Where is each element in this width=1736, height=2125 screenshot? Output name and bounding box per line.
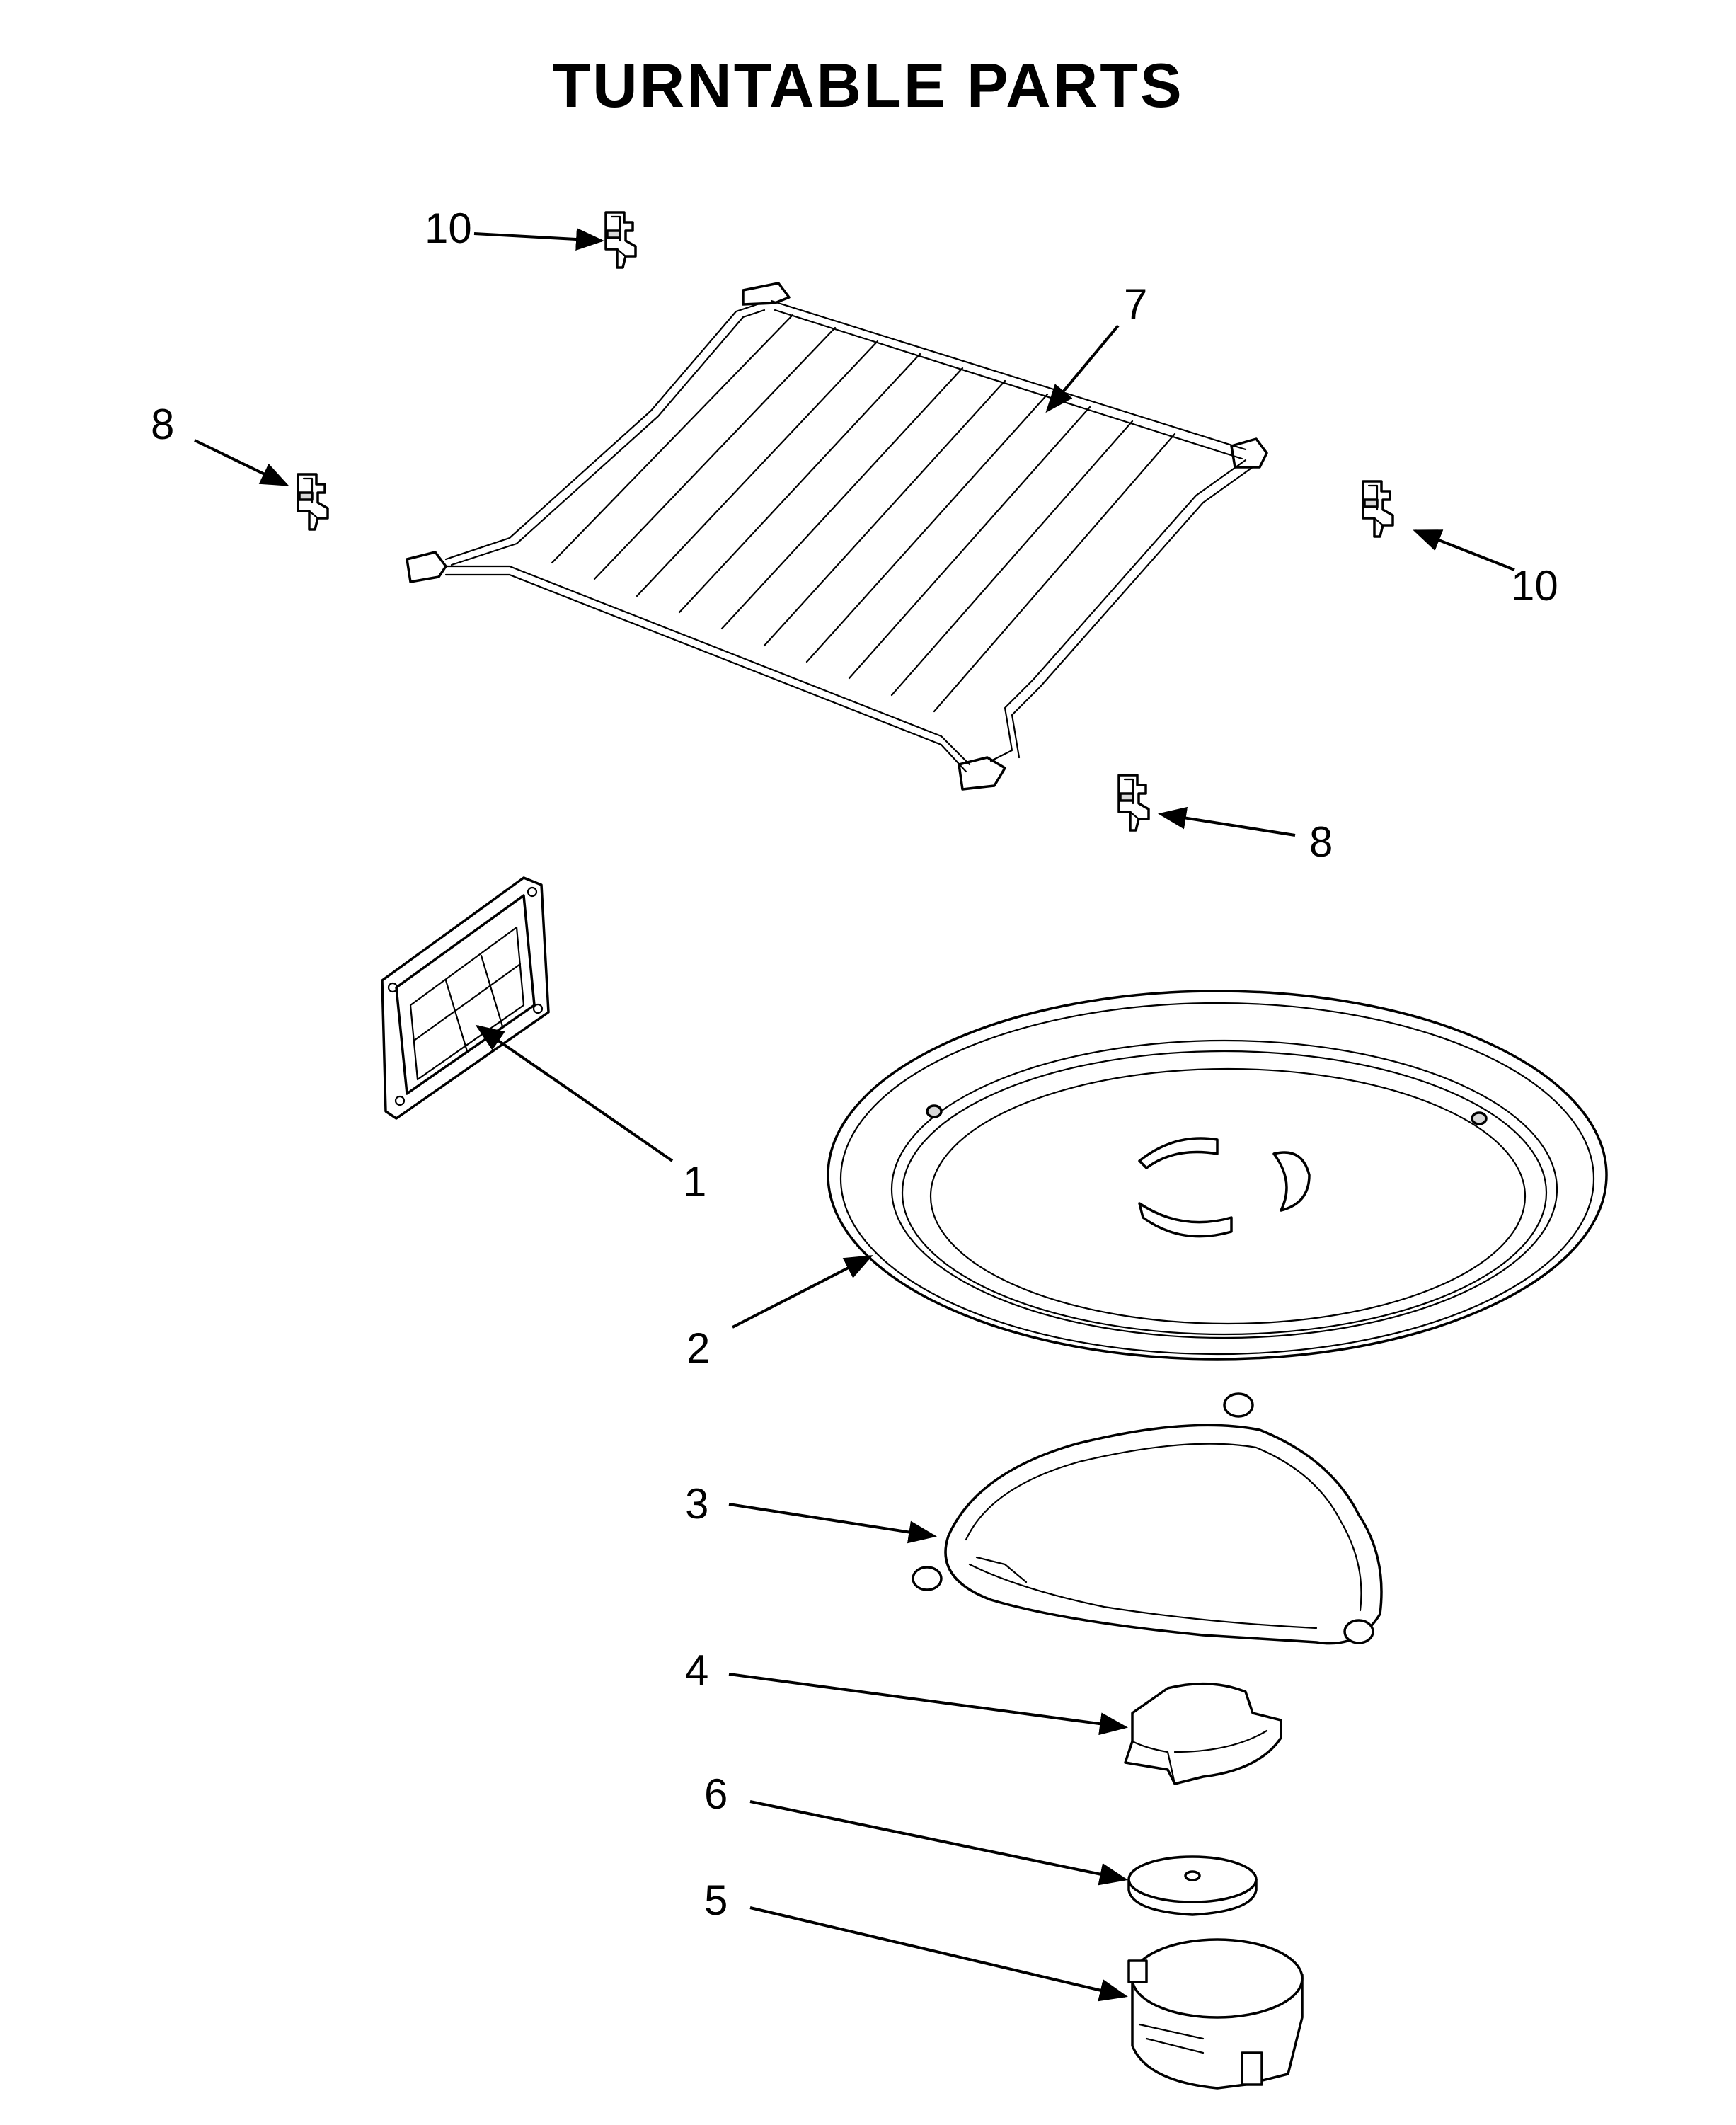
callout-label-7: 7 xyxy=(1124,280,1147,328)
leader-9 xyxy=(473,228,604,251)
rack-support-right xyxy=(1362,480,1394,538)
leader-7 xyxy=(1045,324,1120,413)
filter xyxy=(381,876,550,1120)
roller-ring xyxy=(912,1392,1383,1645)
leader-5 xyxy=(749,1906,1128,2002)
leader-10 xyxy=(1413,529,1515,571)
callout-label-1: 1 xyxy=(683,1158,706,1205)
diagram-title: TURNTABLE PARTS xyxy=(552,50,1184,120)
callout-label-10: 10 xyxy=(1511,562,1558,609)
leader-1 xyxy=(475,1024,674,1162)
rack-support-left xyxy=(297,473,329,531)
leader-lines xyxy=(194,228,1515,2002)
callout-label-8a: 8 xyxy=(151,401,174,448)
motor xyxy=(1127,1938,1304,2090)
callout-label-5: 5 xyxy=(704,1877,728,1924)
wire-rack xyxy=(406,282,1268,791)
callout-label-3: 3 xyxy=(685,1480,708,1528)
rack-support-front xyxy=(1117,774,1150,832)
leader-2 xyxy=(732,1255,873,1329)
spacer-disc xyxy=(1127,1855,1258,1916)
callout-label-8b: 8 xyxy=(1309,818,1333,866)
leader-8a xyxy=(194,439,289,486)
leader-3 xyxy=(728,1503,937,1544)
callout-label-6: 6 xyxy=(704,1770,728,1818)
leader-4 xyxy=(728,1673,1128,1736)
coupler xyxy=(1124,1682,1282,1785)
callout-label-2: 2 xyxy=(686,1324,710,1372)
callout-labels: 10 7 8 10 8 1 2 3 4 6 5 xyxy=(151,205,1558,1924)
leader-6 xyxy=(749,1800,1128,1886)
rack-support-rear xyxy=(604,211,637,269)
leader-8b xyxy=(1158,806,1296,837)
callout-label-9: 10 xyxy=(425,205,472,252)
callout-label-4: 4 xyxy=(685,1646,708,1694)
turntable-tray xyxy=(827,990,1608,1361)
